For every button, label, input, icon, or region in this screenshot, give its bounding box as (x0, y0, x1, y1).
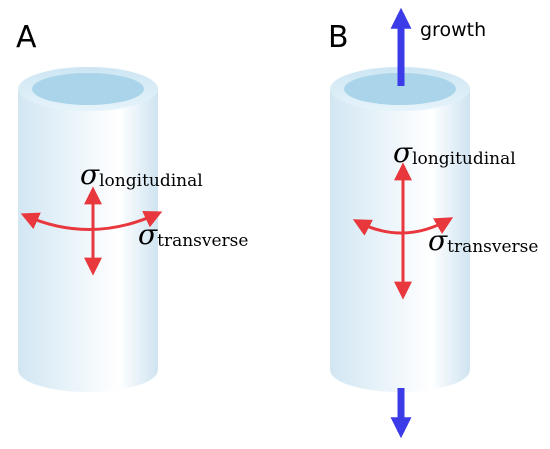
sigma-transverse-b: σtransverse (428, 224, 538, 257)
stress-arrows-b (352, 162, 454, 300)
panel-b-label: B (328, 20, 349, 55)
tube-a-body (18, 89, 158, 392)
tube-a-hole (32, 73, 144, 105)
panel-b: B growth σlongitudinal σtransverse (328, 7, 538, 439)
transverse-arrow-a (20, 210, 163, 231)
panel-a: A σlongitudinal σtransverse (16, 20, 248, 392)
stress-arrows-a (20, 186, 163, 276)
sigma-longitudinal-b: σlongitudinal (393, 136, 516, 169)
tube-b (330, 67, 470, 392)
sigma-longitudinal-a: σlongitudinal (80, 158, 203, 191)
transverse-arrow-b (352, 217, 454, 236)
panel-a-label: A (16, 20, 37, 55)
sigma-transverse-a: σtransverse (138, 218, 248, 251)
tube-b-hole (344, 73, 456, 105)
growth-label: growth (420, 19, 486, 41)
